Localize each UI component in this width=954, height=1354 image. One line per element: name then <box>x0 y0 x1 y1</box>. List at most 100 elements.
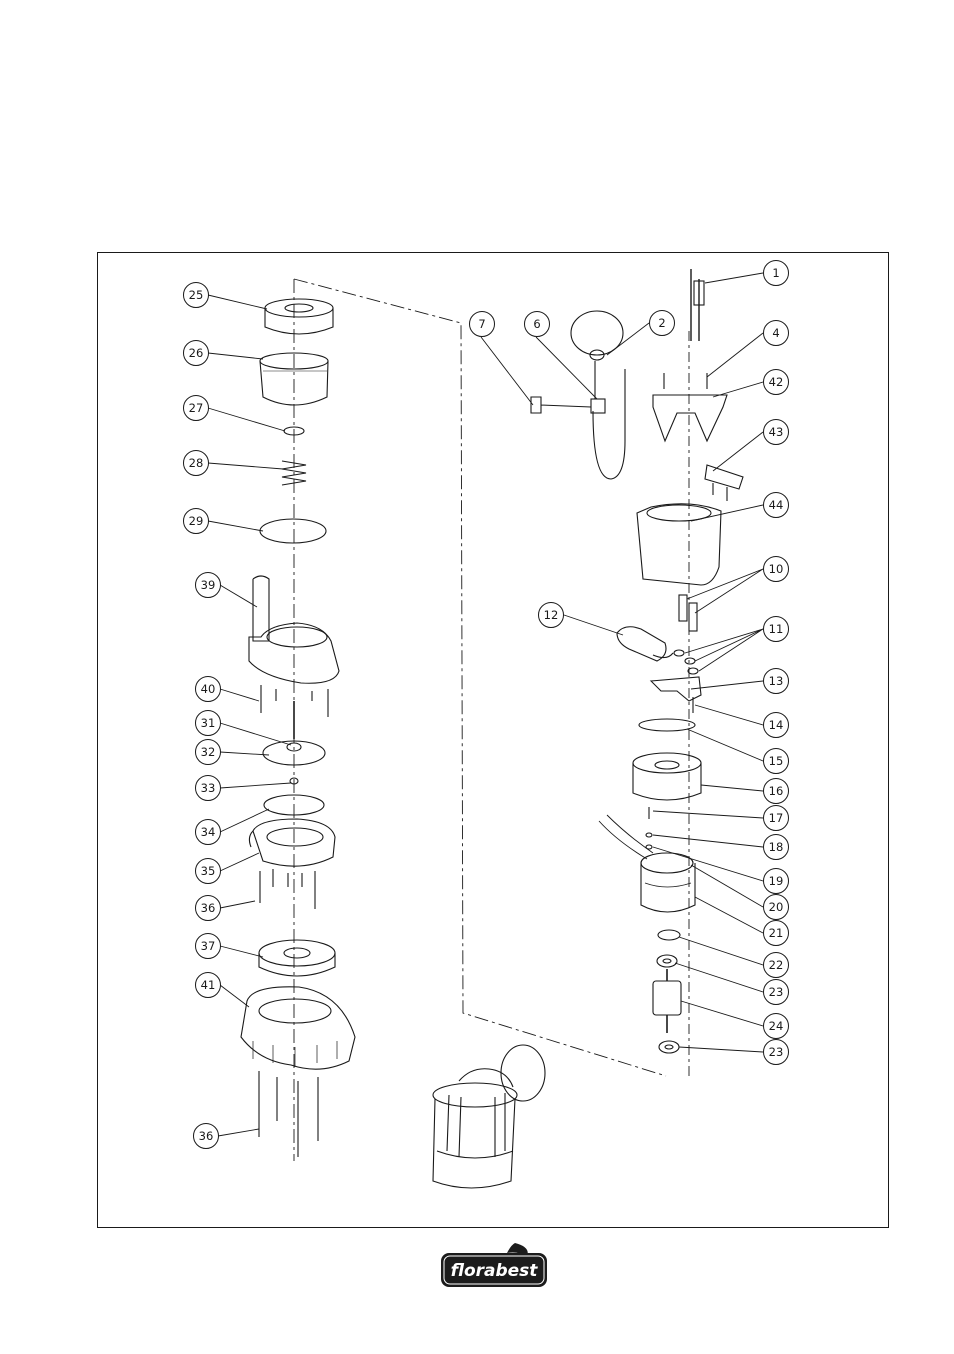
callout-12: 12 <box>538 602 564 628</box>
callout-label: 32 <box>201 745 216 759</box>
part-handle <box>652 394 728 443</box>
callout-circle <box>195 858 221 884</box>
callout-group: 1246742434410111213141516171819202122232… <box>183 260 789 1149</box>
callout-16: 16 <box>763 778 789 804</box>
callout-circle <box>763 419 789 445</box>
callout-circle <box>183 282 209 308</box>
callout-circle <box>763 1013 789 1039</box>
callout-19: 19 <box>763 868 789 894</box>
callout-43: 43 <box>763 419 789 445</box>
callout-label: 29 <box>189 514 204 528</box>
callout-2: 2 <box>649 310 675 336</box>
callout-label: 36 <box>199 1129 214 1143</box>
callout-circle <box>763 748 789 774</box>
callout-label: 1 <box>772 266 779 280</box>
callout-circle <box>763 616 789 642</box>
callout-circle <box>195 972 221 998</box>
callout-label: 6 <box>533 317 540 331</box>
callout-circle <box>195 775 221 801</box>
callout-circle <box>763 556 789 582</box>
callout-label: 42 <box>769 375 784 389</box>
callout-41: 41 <box>195 972 221 998</box>
callout-label: 4 <box>772 326 779 340</box>
callout-label: 17 <box>769 811 784 825</box>
callout-circle <box>763 492 789 518</box>
callout-label: 11 <box>769 622 784 636</box>
callout-26: 26 <box>183 340 209 366</box>
callout-label: 10 <box>769 562 784 576</box>
part-ring-22 <box>657 929 681 941</box>
callout-circle <box>183 450 209 476</box>
part-wires <box>598 814 654 860</box>
callout-21: 21 <box>763 920 789 946</box>
callout-10: 10 <box>763 556 789 582</box>
callout-1: 1 <box>763 260 789 286</box>
callout-label: 18 <box>769 840 784 854</box>
part-pump-housing <box>248 575 340 684</box>
callout-circle <box>195 819 221 845</box>
part-float-holder <box>590 398 606 414</box>
callout-28: 28 <box>183 450 209 476</box>
callout-29: 29 <box>183 508 209 534</box>
callout-label: 7 <box>478 317 485 331</box>
part-motor-top <box>632 752 702 801</box>
callout-circle <box>763 805 789 831</box>
part-o-ring <box>259 518 327 544</box>
part-seal <box>289 777 299 785</box>
callout-label: 43 <box>769 425 784 439</box>
part-stator <box>640 852 696 913</box>
callout-label: 31 <box>201 716 216 730</box>
logo-badge <box>441 1253 547 1287</box>
callout-label: 39 <box>201 578 216 592</box>
callout-label: 23 <box>769 985 784 999</box>
callout-label: 22 <box>769 958 784 972</box>
callout-40: 40 <box>195 676 221 702</box>
callout-circle <box>763 920 789 946</box>
callout-circle <box>195 895 221 921</box>
callout-circle <box>183 508 209 534</box>
callout-label: 27 <box>189 401 204 415</box>
callout-label: 19 <box>769 874 784 888</box>
part-bearing-top <box>656 954 678 968</box>
exploded-parts-diagram: 1246742434410111213141516171819202122232… <box>183 260 789 1189</box>
callout-label: 33 <box>201 781 216 795</box>
callout-circle <box>763 320 789 346</box>
callout-label: 23 <box>769 1045 784 1059</box>
callout-circle <box>649 310 675 336</box>
callout-circle <box>538 602 564 628</box>
part-bolts-10 <box>678 594 698 632</box>
callout-23: 23 <box>763 979 789 1005</box>
part-impeller <box>262 701 326 766</box>
part-screws-17-19 <box>645 807 653 850</box>
part-motor-cover <box>636 503 722 586</box>
part-base <box>240 986 356 1070</box>
callout-circle <box>763 260 789 286</box>
callout-circle <box>195 572 221 598</box>
part-switch <box>704 464 744 501</box>
part-filter-basket <box>259 352 329 406</box>
part-screws-base <box>258 1071 319 1157</box>
callout-circle <box>763 834 789 860</box>
callout-circle <box>763 778 789 804</box>
callout-circle <box>763 712 789 738</box>
callout-23: 23 <box>763 1039 789 1065</box>
callout-36: 36 <box>195 895 221 921</box>
callout-44: 44 <box>763 492 789 518</box>
callout-24: 24 <box>763 1013 789 1039</box>
part-bearing-bottom <box>658 1040 680 1054</box>
callout-4: 4 <box>763 320 789 346</box>
callout-circle <box>193 1123 219 1149</box>
callout-33: 33 <box>195 775 221 801</box>
callout-32: 32 <box>195 739 221 765</box>
callout-42: 42 <box>763 369 789 395</box>
florabest-logo: florabest <box>439 1241 551 1291</box>
callout-label: 13 <box>769 674 784 688</box>
part-clip <box>530 396 592 414</box>
callout-label: 41 <box>201 978 216 992</box>
part-screws-40 <box>260 685 329 717</box>
callout-label: 15 <box>769 754 784 768</box>
callout-circle <box>763 952 789 978</box>
callout-label: 20 <box>769 900 784 914</box>
assembled-pump-sketch <box>432 1044 546 1189</box>
